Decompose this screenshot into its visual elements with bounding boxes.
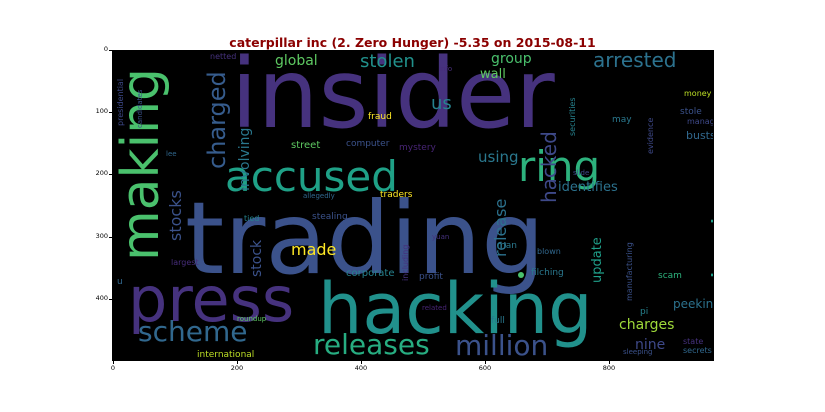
y-tick-label: 0 [103,45,108,53]
word: update [590,237,605,283]
word: blown [537,247,561,256]
chart-title: caterpillar inc (2. Zero Hunger) -5.35 o… [229,35,596,50]
x-tick-label: 600 [478,364,492,372]
word: fraud [368,112,392,122]
x-tick-mark [237,361,238,364]
x-tick-label: 400 [354,364,368,372]
word: group [491,51,532,67]
word: press [128,263,294,336]
word: peeking [673,297,713,311]
word: international [197,350,254,360]
y-tick-mark [109,174,112,175]
y-tick-mark [109,50,112,51]
word: info [439,65,452,73]
word: lee [166,150,177,158]
wordcloud-image: insider trading hacking press accused ri… [112,50,714,361]
word: sleeping [623,348,652,356]
word: tied [244,214,259,223]
y-tick-mark [109,112,112,113]
word: made [291,240,336,259]
word: including [401,245,410,281]
x-tick-mark [485,361,486,364]
word: trading [185,180,545,297]
word: manufacturing [625,242,634,301]
word: hackers [707,162,713,279]
word: stole [680,107,702,117]
x-tick-label: 0 [110,364,116,372]
word: largest [171,258,199,267]
word: corporate [346,268,395,279]
word: accused [225,152,398,201]
word: man [497,241,517,251]
word: profit [419,272,443,282]
y-tick-label: 100 [95,107,108,115]
word: stealing [312,212,348,222]
word: wall [480,67,506,82]
word: release [491,199,510,257]
y-tick-mark [109,237,112,238]
word: charges [619,317,674,333]
y-tick-label: 300 [95,232,108,240]
word: scam [658,271,682,281]
word: busts [686,129,713,142]
y-tick-label: 200 [95,169,108,177]
word: related [422,304,447,312]
word: pi [640,307,648,317]
x-tick-mark [113,361,114,364]
y-tick-mark [109,299,112,300]
word: computer [346,139,390,149]
word: making [113,68,171,261]
x-tick-mark [609,361,610,364]
word-dot [518,272,524,278]
word: identifies [558,180,618,195]
word: street [291,140,320,151]
word: stolen [360,51,415,72]
word: full [491,316,505,326]
word: nine [635,337,665,353]
word: using [478,148,519,166]
wordcloud-svg: insider trading hacking press accused ri… [113,51,713,360]
word: secrets [683,346,712,355]
word: scheme [138,315,247,348]
word: allegedly [303,192,335,200]
word: involving [237,128,253,191]
word: us [431,93,452,114]
word: u [117,277,123,287]
word: securities [568,97,577,136]
word: charged [203,71,231,169]
word: global [275,53,318,69]
word: roundup [237,315,267,323]
word: mystery [399,143,437,153]
word: stocks [166,190,185,241]
word: hacking [318,268,593,350]
word: hacked [537,131,561,203]
word: manager [687,117,713,126]
y-tick-label: 400 [95,294,108,302]
word: yuan [432,233,449,241]
word: netted [210,52,236,61]
word: arrested [593,51,676,72]
word: stock [249,239,265,277]
x-tick-mark [361,361,362,364]
word: million [455,329,548,360]
word: state [683,337,703,346]
word: filching [531,268,564,278]
x-tick-label: 800 [602,364,616,372]
word: presidential [116,79,125,126]
word: ring [518,142,600,191]
word: traders [380,190,413,200]
word: slide [573,169,589,177]
word: evidence [646,118,655,154]
word: may [612,115,632,125]
word: releases [313,328,430,360]
word: candidates [136,89,144,128]
word: money [684,89,712,98]
x-tick-label: 200 [230,364,244,372]
word: insider [231,51,555,150]
